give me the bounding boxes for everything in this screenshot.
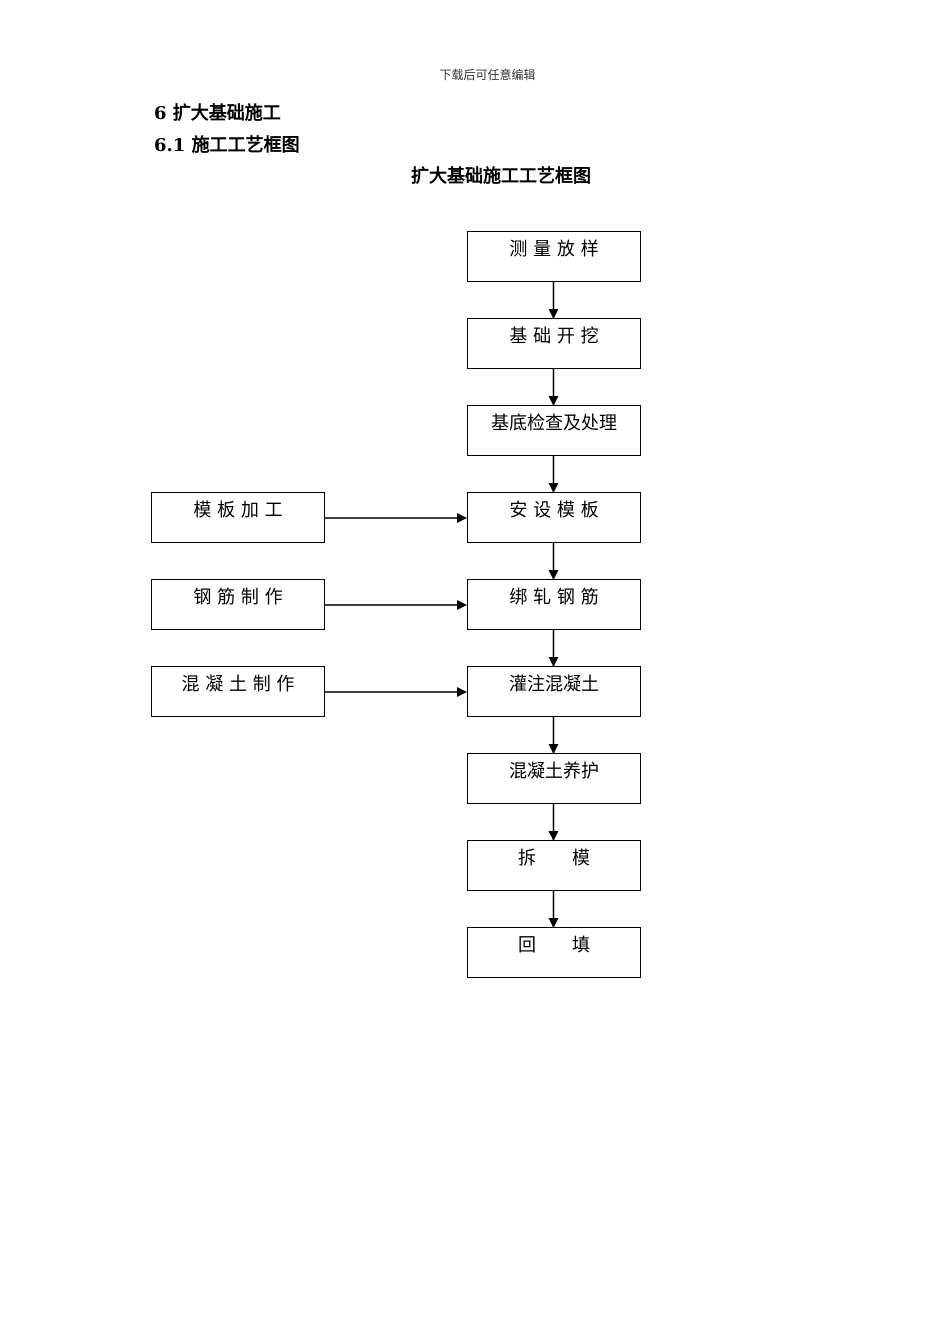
side-formwork-fabrication: 模 板 加 工 bbox=[151, 492, 325, 543]
side-concrete-production: 混 凝 土 制 作 bbox=[151, 666, 325, 717]
step-install-formwork: 安 设 模 板 bbox=[467, 492, 641, 543]
step-concrete-curing: 混凝土养护 bbox=[467, 753, 641, 804]
side-rebar-fabrication: 钢 筋 制 作 bbox=[151, 579, 325, 630]
subsection-heading: 6.1 施工工艺框图 bbox=[154, 135, 300, 156]
step-pour-concrete: 灌注混凝土 bbox=[467, 666, 641, 717]
step-tie-rebar: 绑 轧 钢 筋 bbox=[467, 579, 641, 630]
step-survey-layout: 测 量 放 样 bbox=[467, 231, 641, 282]
step-backfill: 回 填 bbox=[467, 927, 641, 978]
page-header-note: 下载后可任意编辑 bbox=[439, 68, 536, 82]
section-heading: 6 扩大基础施工 bbox=[154, 103, 281, 124]
step-base-inspection: 基底检查及处理 bbox=[467, 405, 641, 456]
step-remove-formwork: 拆 模 bbox=[467, 840, 641, 891]
figure-title: 扩大基础施工工艺框图 bbox=[411, 166, 591, 187]
step-foundation-excavation: 基 础 开 挖 bbox=[467, 318, 641, 369]
